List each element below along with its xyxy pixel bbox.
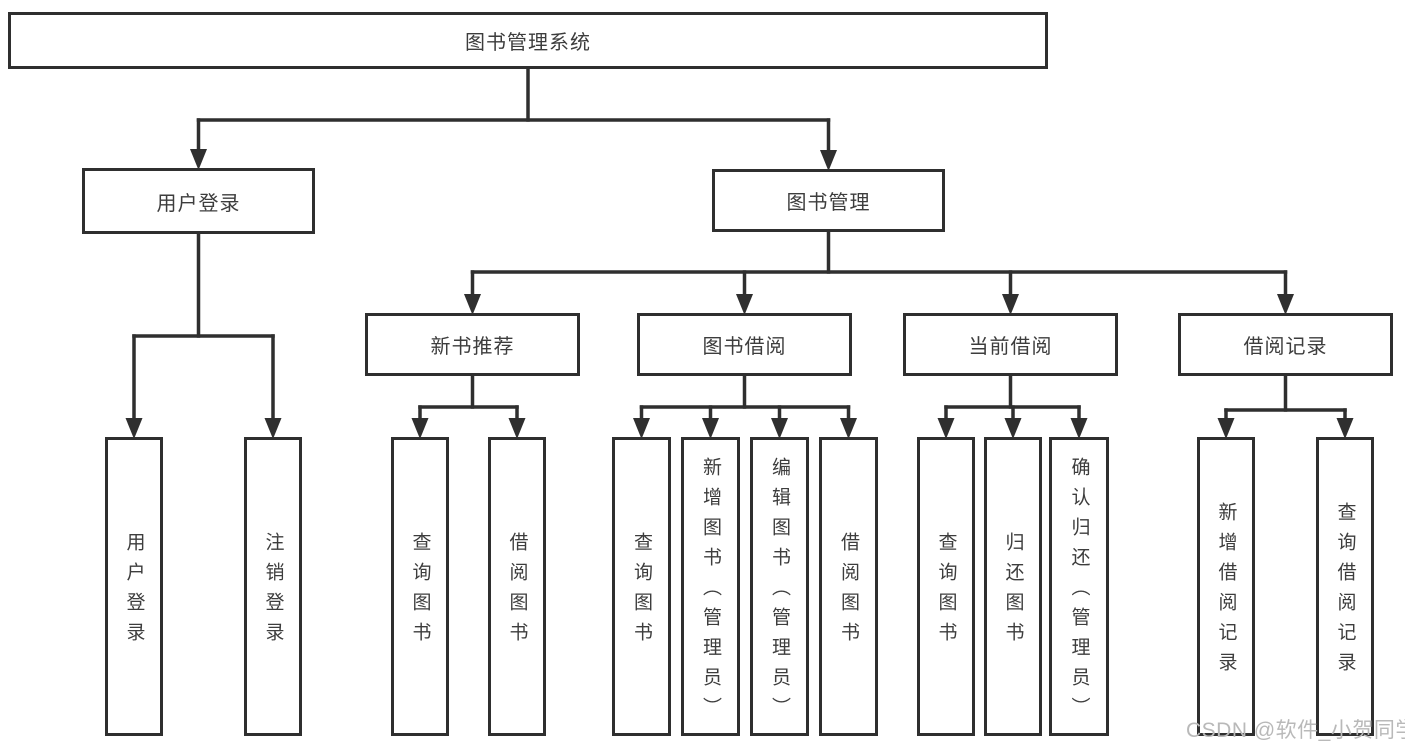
node-label-book-management: 图书管理 [786, 192, 871, 214]
node-label-leaf-return-books: 归还图书 [1002, 532, 1024, 652]
arrowhead-icon [125, 418, 143, 439]
node-label-root: 图书管理系统 [465, 32, 591, 54]
node-leaf-confirm-return: 确认归还（管理员） [1049, 437, 1109, 736]
node-label-borrowing-records: 借阅记录 [1243, 336, 1328, 358]
node-borrowing-records: 借阅记录 [1178, 313, 1393, 376]
node-leaf-add-books: 新增图书（管理员） [681, 437, 740, 736]
arrowhead-icon [508, 418, 526, 439]
arrowhead-icon [736, 294, 753, 315]
node-current-borrowing: 当前借阅 [903, 313, 1118, 376]
arrowhead-icon [820, 150, 837, 171]
arrowhead-icon [702, 418, 719, 439]
arrowhead-icon [1336, 418, 1354, 439]
arrowhead-icon [190, 149, 207, 170]
arrowhead-icon [1277, 294, 1294, 315]
arrowhead-icon [464, 294, 481, 315]
node-label-leaf-logout: 注销登录 [262, 532, 284, 652]
node-leaf-query-borrow-record: 查询借阅记录 [1316, 437, 1374, 736]
node-leaf-user-login: 用户登录 [105, 437, 163, 736]
node-label-leaf-add-borrow-record: 新增借阅记录 [1215, 502, 1237, 682]
node-new-book-recommend: 新书推荐 [365, 313, 580, 376]
arrowhead-icon [1217, 418, 1235, 439]
node-leaf-borrow-books-1: 借阅图书 [488, 437, 546, 736]
node-label-leaf-query-books-2: 查询图书 [631, 532, 652, 652]
node-label-leaf-confirm-return: 确认归还（管理员） [1068, 457, 1090, 727]
arrowhead-icon [937, 418, 955, 439]
node-label-leaf-edit-books: 编辑图书（管理员） [769, 457, 790, 727]
arrowhead-icon [1002, 294, 1019, 315]
node-label-leaf-borrow-books-1: 借阅图书 [506, 532, 528, 652]
watermark: CSDN @软件_小贺同学 [1186, 719, 1405, 742]
node-leaf-logout: 注销登录 [244, 437, 302, 736]
arrowhead-icon [411, 418, 429, 439]
node-book-borrowing: 图书借阅 [637, 313, 852, 376]
arrowhead-icon [1004, 418, 1022, 439]
arrowhead-icon [840, 418, 857, 439]
node-label-leaf-user-login: 用户登录 [123, 532, 145, 652]
node-label-book-borrowing: 图书借阅 [702, 336, 787, 358]
node-leaf-query-books-2: 查询图书 [612, 437, 671, 736]
node-leaf-query-books-3: 查询图书 [917, 437, 975, 736]
node-root: 图书管理系统 [8, 12, 1048, 69]
arrowhead-icon [771, 418, 788, 439]
node-label-leaf-query-books-3: 查询图书 [935, 532, 957, 652]
node-leaf-add-borrow-record: 新增借阅记录 [1197, 437, 1255, 736]
arrowhead-icon [633, 418, 650, 439]
node-leaf-edit-books: 编辑图书（管理员） [750, 437, 809, 736]
arrowhead-icon [1070, 418, 1088, 439]
node-leaf-borrow-books-2: 借阅图书 [819, 437, 878, 736]
arrowhead-icon [264, 418, 282, 439]
node-label-leaf-borrow-books-2: 借阅图书 [838, 532, 859, 652]
node-user-login: 用户登录 [82, 168, 315, 234]
node-label-current-borrowing: 当前借阅 [968, 336, 1053, 358]
node-leaf-query-books-1: 查询图书 [391, 437, 449, 736]
node-label-new-book-recommend: 新书推荐 [430, 336, 515, 358]
node-label-user-login: 用户登录 [156, 192, 241, 215]
node-leaf-return-books: 归还图书 [984, 437, 1042, 736]
node-book-management: 图书管理 [712, 169, 945, 232]
node-label-leaf-query-borrow-record: 查询借阅记录 [1334, 502, 1356, 682]
node-label-leaf-query-books-1: 查询图书 [409, 532, 431, 652]
node-label-leaf-add-books: 新增图书（管理员） [700, 457, 721, 727]
